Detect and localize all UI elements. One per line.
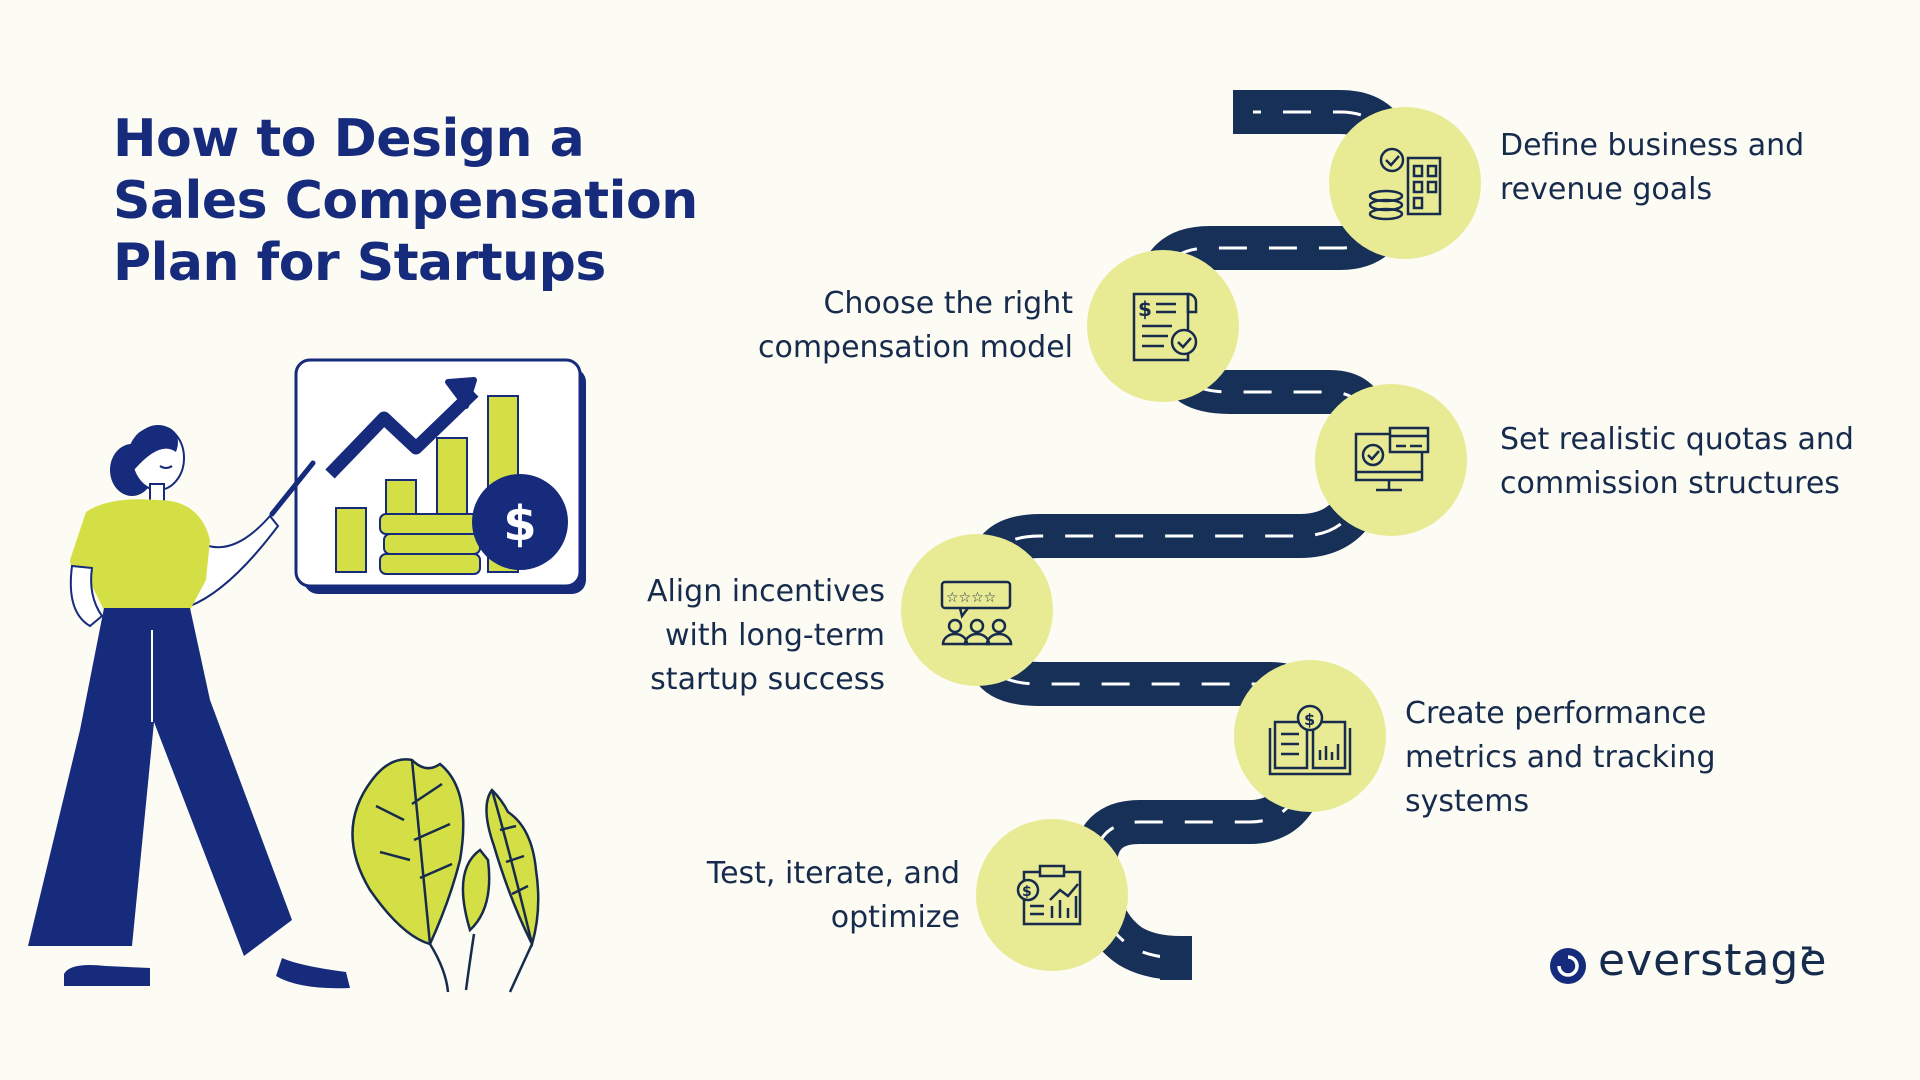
road-start-cap bbox=[1233, 90, 1253, 134]
road-end-cap bbox=[1160, 936, 1192, 980]
clipboard-chart-icon: $ bbox=[1016, 864, 1082, 926]
presentation-board: $ bbox=[294, 358, 586, 594]
pointer-stick bbox=[269, 460, 316, 517]
coin-stack bbox=[379, 513, 481, 575]
svg-text:$: $ bbox=[1022, 884, 1032, 900]
step-label-compensation-model: Choose the right compensation model bbox=[757, 286, 1073, 365]
step-circle-1 bbox=[1329, 107, 1481, 259]
svg-text:☆☆☆☆: ☆☆☆☆ bbox=[946, 590, 996, 606]
pay-document-icon: $ bbox=[1132, 292, 1198, 362]
presenter-figure bbox=[28, 425, 350, 989]
plant-leaves bbox=[351, 758, 540, 993]
brand-wordmark: everstage bbox=[1598, 935, 1828, 986]
step-circle-6: $ bbox=[976, 819, 1128, 971]
dollar-coin bbox=[472, 474, 568, 570]
step-label-incentives: Align incentives with long-term startup … bbox=[646, 574, 885, 697]
step-label-metrics: Create performance metrics and tracking … bbox=[1405, 696, 1716, 819]
brand-logo: everstage bbox=[1548, 935, 1827, 986]
brand-logo-spacer bbox=[1548, 941, 1588, 981]
brand-logo-mark bbox=[1550, 946, 1812, 984]
metrics-book-icon: $ bbox=[1268, 704, 1352, 776]
trend-arrow bbox=[325, 387, 479, 479]
step-label-quotas: Set realistic quotas and commission stru… bbox=[1500, 422, 1854, 501]
dollar-symbol: $ bbox=[503, 496, 536, 552]
step-circle-5: $ bbox=[1234, 660, 1386, 812]
page-title: How to Design a Sales Compensation Plan … bbox=[113, 109, 698, 293]
step-circle-2: $ bbox=[1087, 250, 1239, 402]
step-label-test-optimize: Test, iterate, and optimize bbox=[706, 856, 960, 935]
team-rating-icon: ☆☆☆☆ bbox=[940, 580, 1013, 646]
step-circle-3 bbox=[1315, 384, 1467, 536]
step-label-define-goals: Define business and revenue goals bbox=[1500, 128, 1805, 207]
svg-text:$: $ bbox=[1304, 710, 1315, 729]
goals-chart-icon bbox=[1368, 147, 1442, 221]
step-circle-4: ☆☆☆☆ bbox=[901, 534, 1053, 686]
arrow-head bbox=[445, 377, 477, 409]
monitor-check-icon bbox=[1354, 426, 1430, 492]
svg-text:$: $ bbox=[1138, 297, 1152, 321]
